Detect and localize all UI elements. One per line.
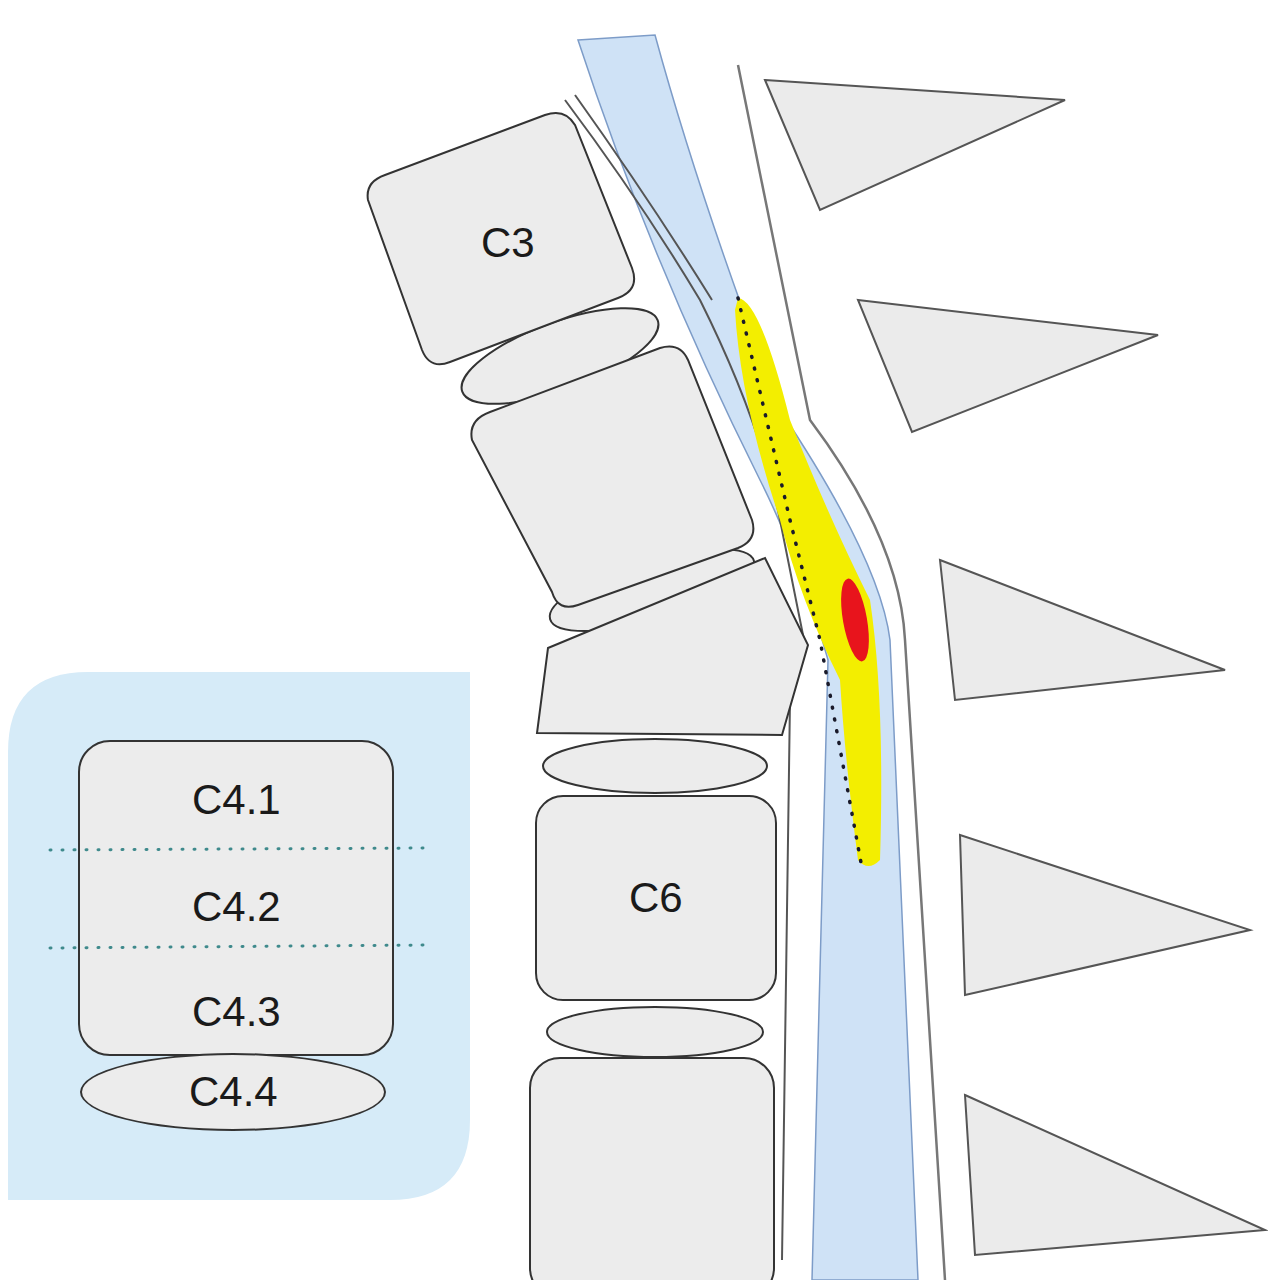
vertebra-inset-box: C4.1C4.2C4.3	[78, 740, 394, 1056]
lesion-edema	[735, 298, 881, 866]
vertebra-label-box: C3	[440, 205, 580, 285]
vertebrae	[368, 113, 808, 1280]
vertebra-box: C6	[535, 795, 777, 1001]
vertebra-c5	[537, 558, 808, 735]
vertebra-c3	[368, 113, 635, 364]
vertebra-c4	[471, 347, 753, 607]
inset-panel	[8, 672, 470, 1200]
vertebra-label: C4.2	[192, 886, 281, 928]
vertebra-label: C4.4	[189, 1071, 278, 1113]
disc-ellipse: C4.4	[80, 1053, 386, 1131]
vertebra-label: C4.3	[192, 991, 281, 1033]
vertebra-label: C3	[481, 222, 535, 264]
vertebra-label: C4.1	[192, 779, 281, 821]
vertebra-label: C6	[629, 877, 683, 919]
lesion-core	[836, 577, 874, 664]
dotted-margin	[738, 298, 862, 868]
